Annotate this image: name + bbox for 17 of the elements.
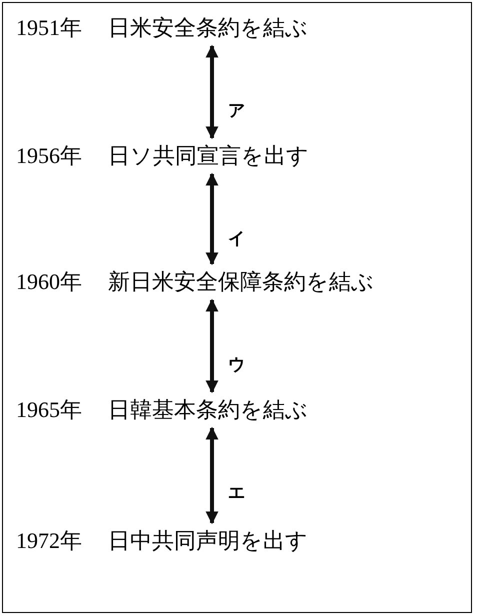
- edge-label: ウ: [228, 357, 245, 374]
- event-text: 日米安全条約を結ぶ: [108, 17, 308, 39]
- double-arrow: [206, 44, 218, 140]
- edge-label: ア: [228, 103, 245, 120]
- year-text: 1951年: [16, 17, 83, 39]
- year-text: 1965年: [16, 399, 83, 421]
- double-arrow: [206, 298, 218, 394]
- event-text: 日中共同声明を出す: [108, 530, 308, 552]
- event-text: 日ソ共同宣言を出す: [108, 145, 309, 167]
- event-text: 日韓基本条約を結ぶ: [108, 399, 308, 421]
- double-arrow: [206, 426, 218, 524]
- edge-label: イ: [228, 231, 245, 248]
- year-text: 1972年: [16, 530, 83, 552]
- double-arrow: [206, 172, 218, 266]
- event-text: 新日米安全保障条約を結ぶ: [108, 271, 374, 293]
- year-text: 1956年: [16, 145, 83, 167]
- year-text: 1960年: [16, 271, 83, 293]
